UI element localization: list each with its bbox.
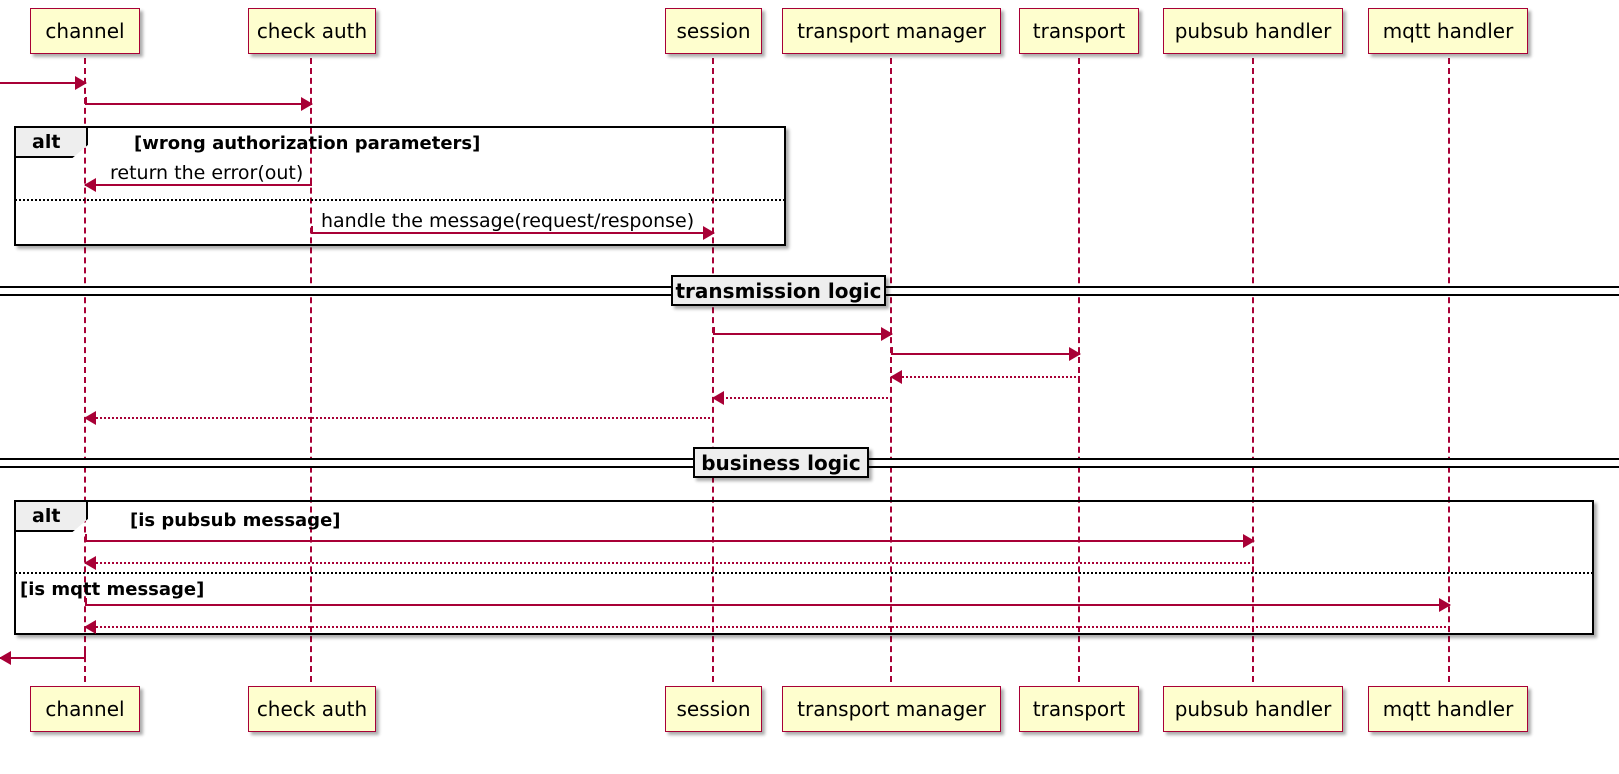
alt-group-tab-keyword: alt [16, 128, 89, 158]
participant-label: pubsub handler [1174, 19, 1332, 43]
participant-session-bottom[interactable]: session [665, 686, 762, 732]
alt-group-else-divider-1 [15, 199, 785, 201]
lifeline-check-auth [310, 58, 312, 682]
lifeline-transport [1078, 58, 1080, 682]
participant-transport-top[interactable]: transport [1019, 8, 1139, 54]
arrowhead-left [0, 651, 11, 665]
participant-channel-top[interactable]: channel [30, 8, 140, 54]
message-label-handle-the-message: handle the message(request/response) [321, 210, 695, 232]
participant-label: channel [45, 19, 125, 43]
participant-session-top[interactable]: session [665, 8, 762, 54]
arrowhead-right [1069, 347, 1081, 361]
lifeline-mqtt-handler [1448, 58, 1450, 682]
participant-label: mqtt handler [1382, 19, 1514, 43]
arrowhead-left [712, 391, 724, 405]
arrowhead-right [1439, 598, 1451, 612]
arrowhead-left [84, 556, 96, 570]
arrowhead-left [84, 178, 96, 192]
arrowhead-right [703, 226, 715, 240]
participant-label: check auth [256, 19, 368, 43]
participant-label: session [676, 697, 751, 721]
participant-label: transport manager [797, 19, 986, 43]
alt-group-authorization: alt [14, 126, 786, 246]
lifeline-session [712, 58, 714, 682]
divider-transmission-logic: transmission logic [671, 275, 886, 306]
alt-group-else-divider-2 [15, 572, 1593, 574]
alt-group-business-logic: alt [14, 500, 1594, 635]
alt-group-condition-pubsub: [is pubsub message] [130, 510, 341, 531]
arrowhead-right [301, 97, 313, 111]
lifeline-pubsub-handler [1252, 58, 1254, 682]
participant-label: channel [45, 697, 125, 721]
arrowhead-right [1243, 534, 1255, 548]
participant-check-auth-top[interactable]: check auth [248, 8, 376, 54]
arrowhead-left [84, 411, 96, 425]
arrowhead-right [75, 76, 87, 90]
participant-mqtt-handler-top[interactable]: mqtt handler [1368, 8, 1528, 54]
participant-transport-manager-bottom[interactable]: transport manager [782, 686, 1001, 732]
participant-transport-manager-top[interactable]: transport manager [782, 8, 1001, 54]
participant-channel-bottom[interactable]: channel [30, 686, 140, 732]
participant-label: check auth [256, 697, 368, 721]
participant-pubsub-handler-top[interactable]: pubsub handler [1163, 8, 1343, 54]
participant-label: transport manager [797, 697, 986, 721]
participant-transport-bottom[interactable]: transport [1019, 686, 1139, 732]
participant-label: transport [1032, 19, 1126, 43]
participant-label: transport [1032, 697, 1126, 721]
participant-label: session [676, 19, 751, 43]
participant-mqtt-handler-bottom[interactable]: mqtt handler [1368, 686, 1528, 732]
participant-pubsub-handler-bottom[interactable]: pubsub handler [1163, 686, 1343, 732]
message-label-return-the-error: return the error(out) [110, 162, 304, 184]
arrowhead-right [881, 327, 893, 341]
arrowhead-left [890, 370, 902, 384]
arrowhead-left [84, 620, 96, 634]
participant-check-auth-bottom[interactable]: check auth [248, 686, 376, 732]
divider-business-logic: business logic [693, 447, 869, 478]
participant-label: pubsub handler [1174, 697, 1332, 721]
lifeline-channel [84, 58, 86, 682]
alt-group-condition-wrong-auth: [wrong authorization parameters] [134, 133, 481, 154]
alt-group-else-condition-mqtt: [is mqtt message] [20, 579, 205, 600]
participant-label: mqtt handler [1382, 697, 1514, 721]
alt-group-tab-keyword-2: alt [16, 502, 89, 532]
